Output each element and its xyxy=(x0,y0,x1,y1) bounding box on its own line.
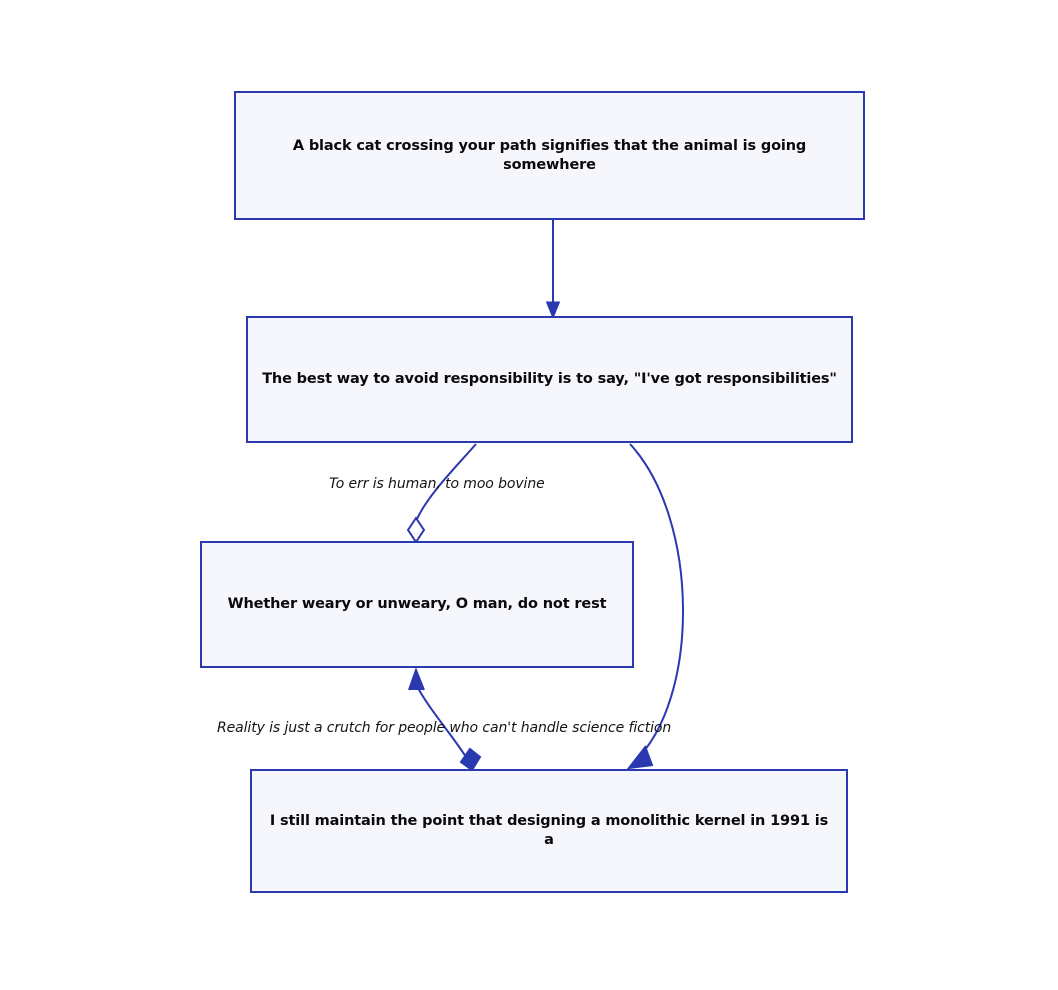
edge-node1-to-node2 xyxy=(545,220,561,320)
open-arrow-icon xyxy=(626,745,654,770)
edge-line xyxy=(629,443,684,763)
filled-diamond-icon xyxy=(459,747,482,772)
node-label: The best way to avoid responsibility is … xyxy=(262,371,837,388)
open-arrow-icon xyxy=(408,667,425,691)
edge-label-node4-to-node3: Reality is just a crutch for people who … xyxy=(217,720,672,736)
node-label: A black cat crossing your path signifies… xyxy=(292,137,807,173)
node-box-1[interactable]: A black cat crossing your path signifies… xyxy=(234,91,865,220)
node-label: I still maintain the point that designin… xyxy=(269,813,829,848)
node-box-3[interactable]: Whether weary or unweary, O man, do not … xyxy=(200,541,634,668)
edge-node2-to-node3 xyxy=(406,443,477,544)
node-label: Whether weary or unweary, O man, do not … xyxy=(227,596,607,613)
node-box-2[interactable]: The best way to avoid responsibility is … xyxy=(246,316,853,443)
hollow-diamond-icon xyxy=(406,516,426,544)
node-box-4[interactable]: I still maintain the point that designin… xyxy=(250,769,848,893)
edge-label-node2-to-node3: To err is human, to moo bovine xyxy=(329,476,545,492)
